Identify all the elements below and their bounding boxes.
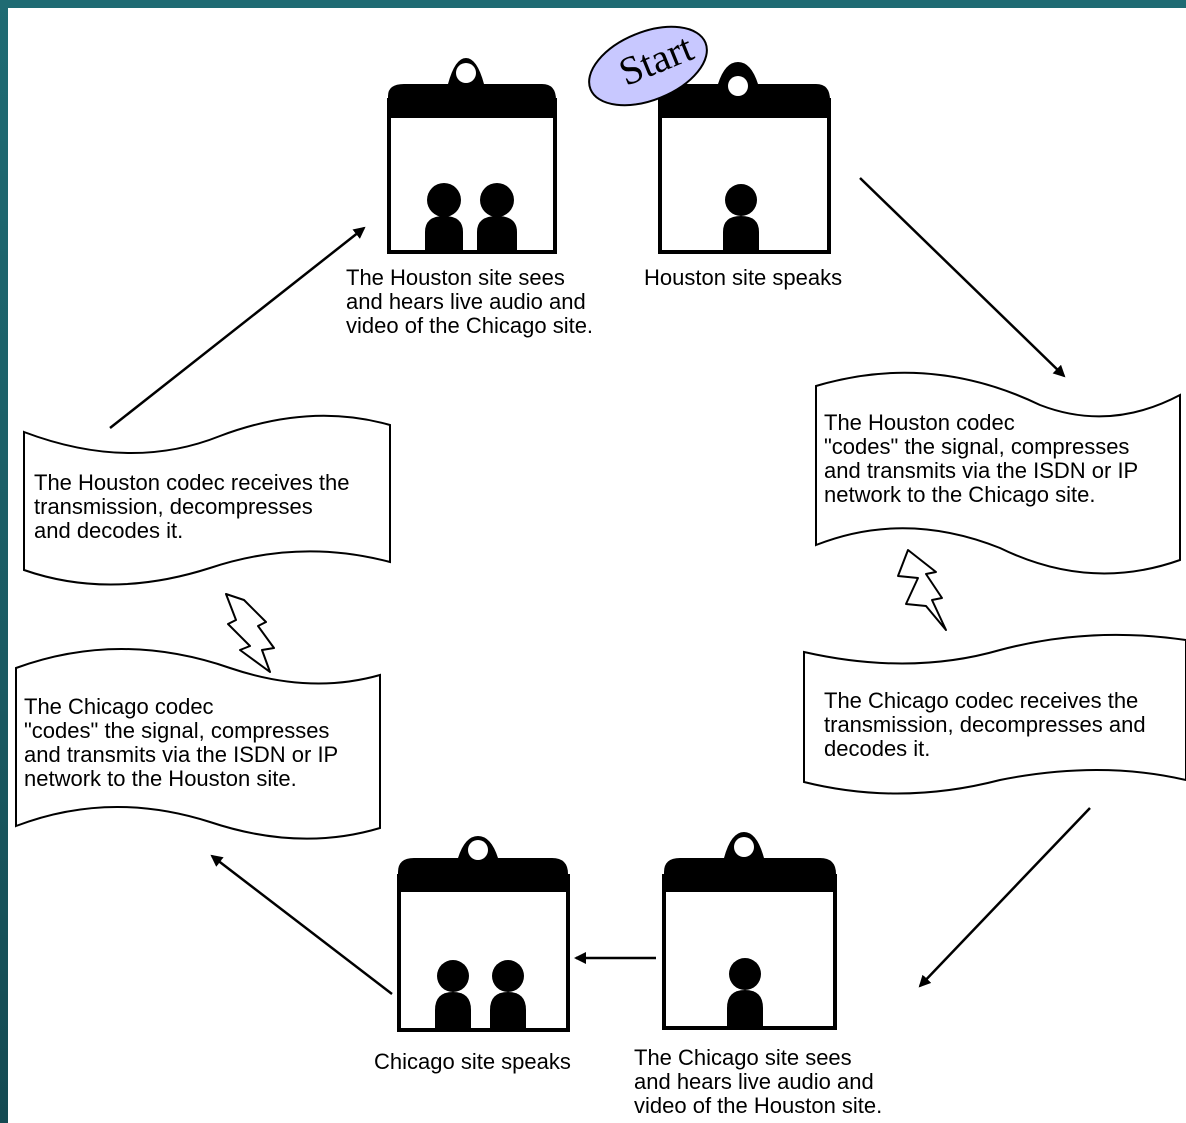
person-icon: [425, 183, 463, 250]
arrow-icon: [859, 177, 1066, 378]
caption-chicago-speaks: Chicago site speaks: [374, 1049, 571, 1074]
person-icon: [477, 183, 517, 250]
note-chicago-codes: The Chicago codec "codes" the signal, co…: [24, 694, 339, 791]
note-chicago-receives: The Chicago codec receives the transmiss…: [824, 688, 1146, 761]
document-icon-chicago-codes: [15, 648, 381, 840]
diagram-graphics: [15, 25, 1186, 1032]
screen-icon-houston-sees: [387, 58, 557, 254]
caption-chicago-sees: The Chicago site sees and hears live aud…: [634, 1045, 883, 1118]
person-icon: [723, 184, 759, 250]
document-icon-houston-receives: [23, 414, 391, 586]
lightning-icon-right: [897, 549, 947, 631]
start-badge: [588, 25, 708, 107]
arrow-icon: [109, 226, 366, 429]
person-icon: [727, 958, 763, 1026]
document-icon-chicago-receives: [803, 633, 1186, 795]
note-houston-codes: The Houston codec "codes" the signal, co…: [824, 410, 1139, 507]
arrow-icon: [918, 807, 1091, 988]
caption-houston-speaks: Houston site speaks: [644, 265, 843, 290]
person-icon: [490, 960, 526, 1028]
screen-icon-houston-speaks: [658, 62, 831, 254]
lightning-icon-left: [225, 593, 275, 673]
arrow-icon: [210, 854, 393, 995]
person-icon: [435, 960, 471, 1028]
screen-icon-chicago-speaks: [397, 836, 570, 1032]
note-houston-receives: The Houston codec receives the transmiss…: [34, 470, 350, 543]
caption-houston-sees: The Houston site sees and hears live aud…: [346, 265, 594, 338]
diagram-canvas: Start The Houston site sees and hears li…: [8, 8, 1186, 1123]
document-icon-houston-codes: [815, 371, 1181, 575]
screen-icon-chicago-sees: [662, 832, 837, 1030]
